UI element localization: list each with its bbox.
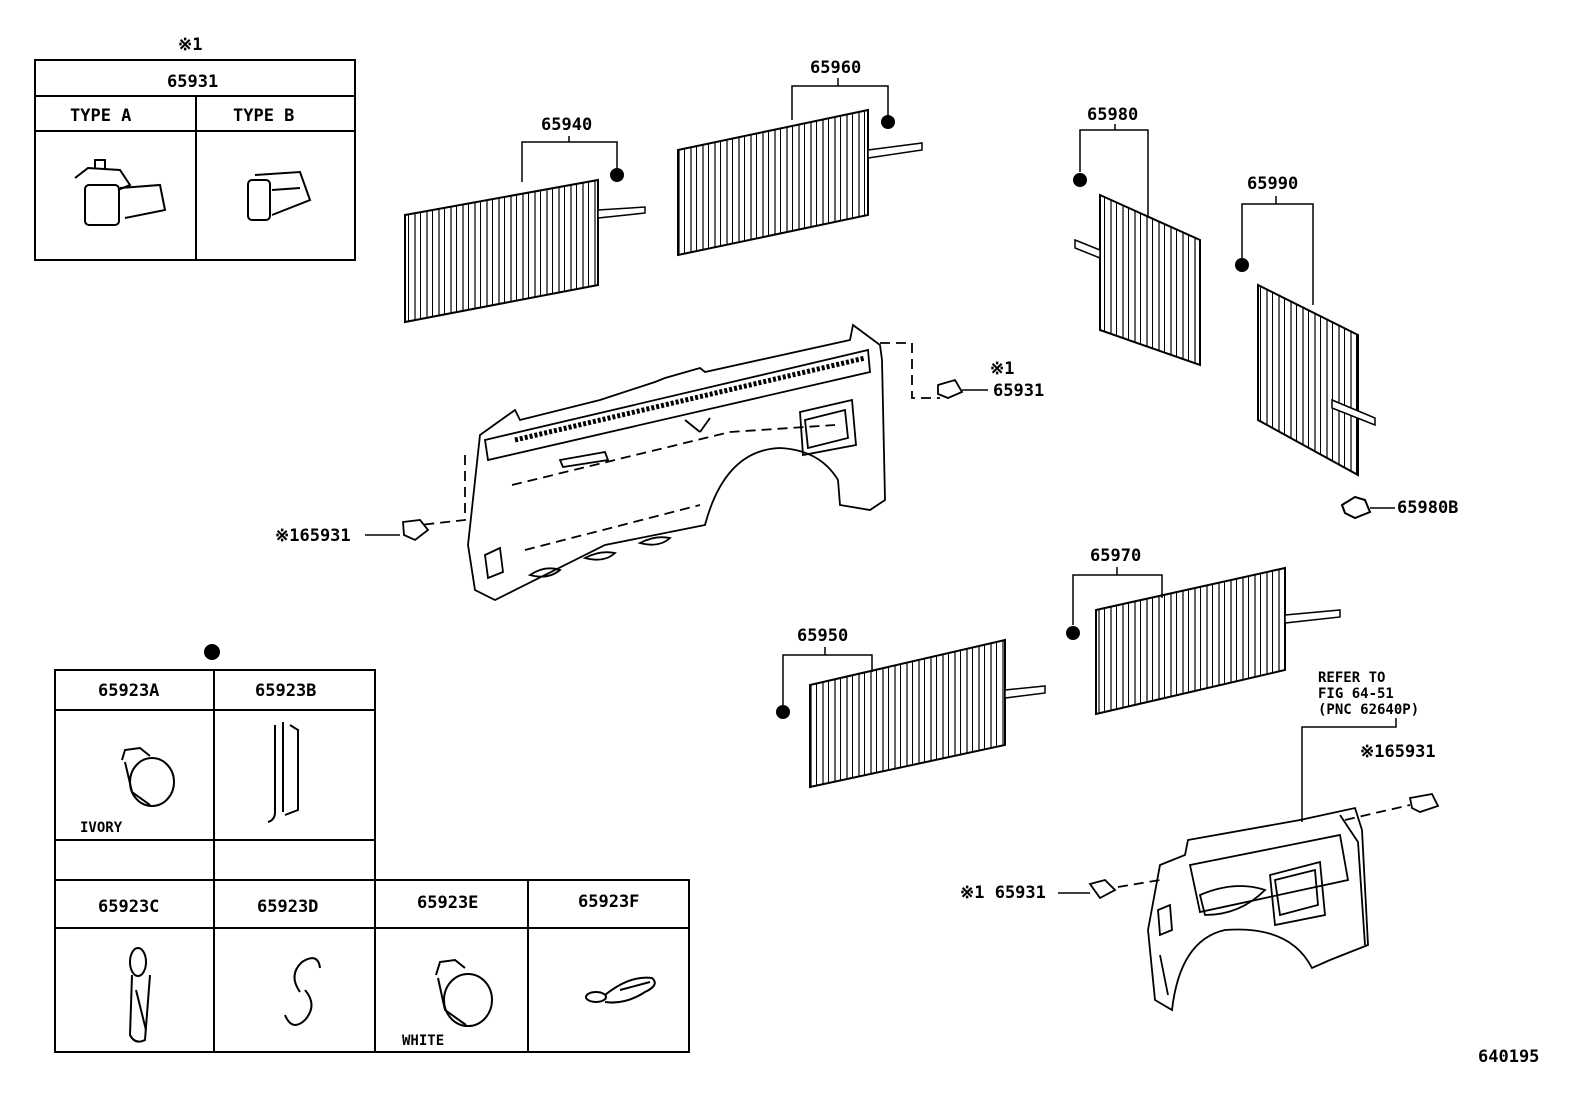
part-65923c: 65923C xyxy=(98,897,159,917)
panel-65940-dot-icon xyxy=(610,168,624,182)
callout-65990: 65990 xyxy=(1247,174,1298,194)
type-a-label: TYPE A xyxy=(70,106,131,126)
refer-line-2: FIG 64-51 xyxy=(1318,686,1394,702)
panel-65940: 65940 xyxy=(404,115,646,324)
clip-left-drawing xyxy=(402,519,430,542)
marker-dot-icon xyxy=(204,644,220,660)
panel-65970: 65970 xyxy=(1066,546,1341,716)
clip-f-drawing xyxy=(585,976,656,1004)
part-65923e: 65923E xyxy=(417,893,478,913)
callout-65980: 65980 xyxy=(1087,105,1138,125)
part-65923a: 65923A xyxy=(98,681,159,701)
panel-65980: 65980 xyxy=(1073,105,1201,367)
callout-left-clip: ※165931 xyxy=(275,526,351,546)
callout-right-clip-top: ※165931 xyxy=(1360,742,1436,762)
quarter-trim-right xyxy=(1088,718,1440,1012)
clip-right-bottom-drawing xyxy=(1088,878,1117,900)
type-b-label: TYPE B xyxy=(233,106,294,126)
panel-65960-dot-icon xyxy=(881,115,895,129)
clip-65980b xyxy=(1340,495,1395,520)
part-65923d: 65923D xyxy=(257,897,318,917)
part-65923b: 65923B xyxy=(255,681,316,701)
panel-65990-dot-icon xyxy=(1235,258,1249,272)
callout-note-mark: ※1 xyxy=(990,359,1014,379)
panel-65950-dot-icon xyxy=(776,705,790,719)
refer-line-3: (PNC 62640P) xyxy=(1318,702,1419,718)
callout-65980b: 65980B xyxy=(1397,498,1458,518)
button-clip-ivory-drawing xyxy=(121,746,175,807)
callout-65950: 65950 xyxy=(797,626,848,646)
table-note-mark: ※1 xyxy=(178,35,202,55)
part-65923f: 65923F xyxy=(578,892,639,912)
button-clip-white-drawing xyxy=(435,958,493,1027)
panel-65980-dot-icon xyxy=(1073,173,1087,187)
clip-type-b-drawing xyxy=(247,170,312,221)
callout-65931: 65931 xyxy=(993,381,1044,401)
quarter-trim-left xyxy=(402,323,964,602)
clip-right-drawing xyxy=(937,378,964,399)
clip-right-top-drawing xyxy=(1408,792,1440,813)
ivory-label: IVORY xyxy=(80,820,123,836)
panel-65990: 65990 xyxy=(1235,174,1376,477)
clip-type-a-drawing xyxy=(74,159,167,226)
s-hook-d-drawing xyxy=(284,957,321,1026)
table-part-number: 65931 xyxy=(167,72,218,92)
clip-type-table: ※1 65931 TYPE A TYPE B xyxy=(34,35,356,261)
callout-right-clip-bottom: ※1 65931 xyxy=(960,883,1046,903)
panel-65960: 65960 xyxy=(677,58,923,257)
diagram-id: 640195 xyxy=(1478,1047,1539,1067)
panel-65970-dot-icon xyxy=(1066,626,1080,640)
callout-65960: 65960 xyxy=(810,58,861,78)
panel-65950: 65950 xyxy=(776,626,1046,789)
refer-line-1: REFER TO xyxy=(1318,670,1385,686)
callout-65940: 65940 xyxy=(541,115,592,135)
clip-c-drawing xyxy=(128,947,151,1043)
callout-65970: 65970 xyxy=(1090,546,1141,566)
fastener-table: 65923A 65923B 65923C 65923D 65923E 65923… xyxy=(54,644,690,1053)
white-label: WHITE xyxy=(402,1033,444,1049)
hook-b-drawing xyxy=(267,722,299,823)
